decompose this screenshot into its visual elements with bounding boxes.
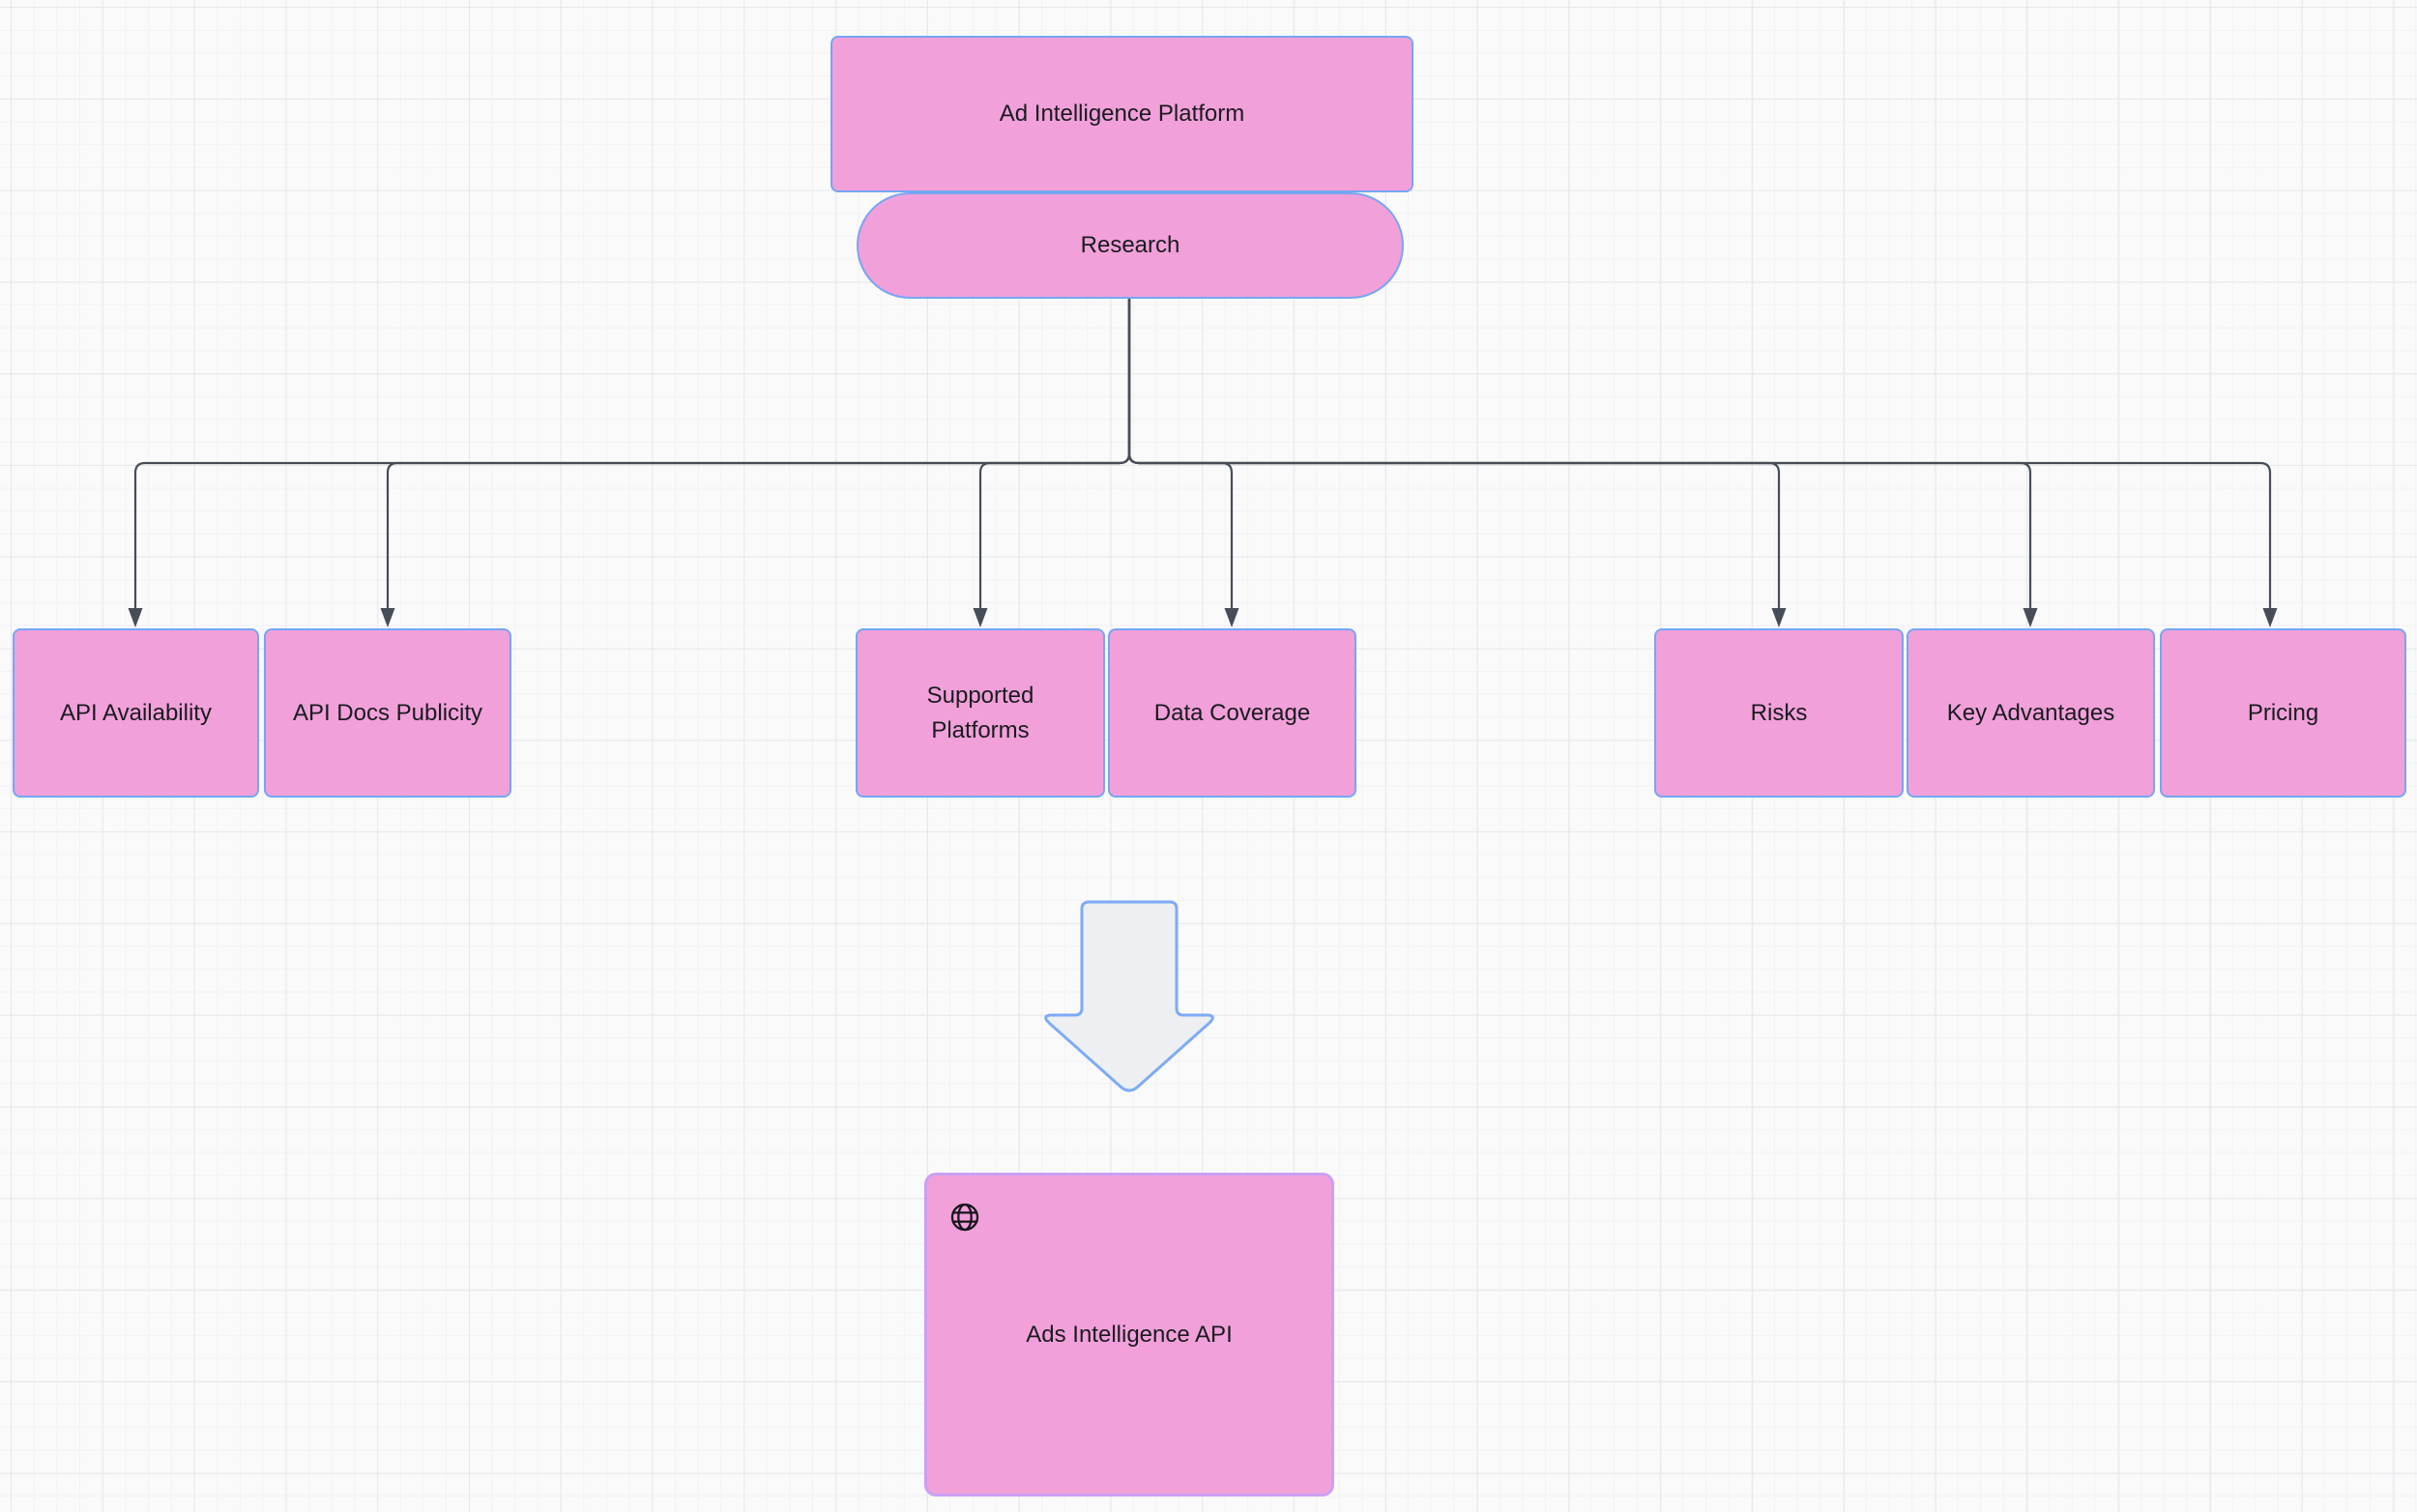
big-down-arrow-shape[interactable]: [1044, 900, 1214, 1092]
node-label: API Docs Publicity: [292, 699, 483, 726]
connector-key-advantages: [1127, 297, 2032, 611]
node-label: Data Coverage: [1153, 699, 1311, 726]
node-pricing[interactable]: Pricing: [2160, 628, 2406, 798]
node-ads-intelligence-api[interactable]: Ads Intelligence API: [924, 1173, 1334, 1497]
node-research[interactable]: Research: [857, 192, 1404, 299]
arrowhead-icon: [2262, 608, 2278, 627]
arrowhead-icon: [1224, 608, 1239, 627]
node-api-availability[interactable]: API Availability: [13, 628, 259, 798]
node-label: Key Advantages: [1946, 699, 2115, 726]
connector-data-coverage: [1127, 297, 1234, 611]
connector-api-availability: [133, 297, 1131, 611]
tree-connectors[interactable]: [133, 297, 2272, 611]
arrowhead-icon: [1771, 608, 1787, 627]
arrowhead-icon: [973, 608, 988, 627]
connector-risks: [1127, 297, 1781, 611]
connector-api-docs-publicity: [386, 297, 1131, 611]
node-label: Pricing: [2247, 699, 2319, 726]
arrowhead-icon: [128, 608, 143, 627]
connector-supported-platforms: [978, 297, 1131, 611]
node-label: Research: [1080, 232, 1180, 258]
node-key-advantages[interactable]: Key Advantages: [1907, 628, 2155, 798]
node-data-coverage[interactable]: Data Coverage: [1108, 628, 1356, 798]
node-label: API Availability: [60, 699, 212, 726]
node-label: Ads Intelligence API: [1026, 1321, 1233, 1348]
node-label: Risks: [1750, 699, 1808, 726]
node-label: Ad Intelligence Platform: [999, 101, 1245, 127]
arrowhead-icon: [380, 608, 395, 627]
node-api-docs-publicity[interactable]: API Docs Publicity: [264, 628, 511, 798]
node-label: Supported Platforms: [926, 682, 1034, 743]
arrowhead-icon: [2023, 608, 2038, 627]
globe-icon: [950, 1203, 979, 1232]
connector-arrowheads: [128, 608, 2278, 627]
node-ad-intelligence-platform[interactable]: Ad Intelligence Platform: [830, 36, 1413, 192]
node-risks[interactable]: Risks: [1654, 628, 1904, 798]
connector-pricing: [1127, 297, 2272, 611]
node-supported-platforms[interactable]: Supported Platforms: [856, 628, 1105, 798]
